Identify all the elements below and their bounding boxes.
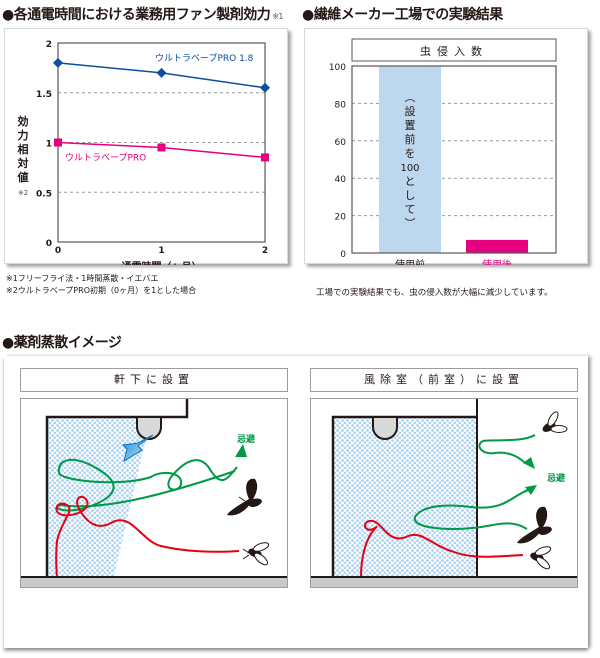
left-panel-label: 軒下に設置 <box>20 368 288 392</box>
bar-annotation-char: し <box>405 189 416 202</box>
bar <box>466 239 528 253</box>
diamond-marker <box>53 57 63 68</box>
bar-annotation-char: を <box>405 147 416 160</box>
series-label: ウルトラベープPRO <box>65 153 146 164</box>
y-tick-label: 20 <box>335 213 347 223</box>
y-tick-label: 100 <box>329 63 346 73</box>
moth-icon <box>517 506 552 544</box>
bar-annotation-char: と <box>405 175 416 188</box>
y-tick-label: 80 <box>335 100 347 110</box>
bar-chart-title-box <box>351 38 557 62</box>
y-tick-label: 1.5 <box>36 90 52 100</box>
avoid-path <box>56 458 238 512</box>
bar-annotation-char: ︶ <box>405 217 416 230</box>
avoid-path-lower <box>413 488 532 530</box>
bar-annotation-char: 100 <box>400 163 419 174</box>
bar <box>379 66 441 253</box>
knockdown-path <box>55 495 240 582</box>
y-axis-label-char: 値 <box>17 170 29 184</box>
y-tick-label: 1 <box>46 140 52 150</box>
y-tick-label: 0 <box>46 239 52 249</box>
right-diagram: 忌避 ノックダウン&致死 <box>310 398 578 588</box>
right-diagram-svg: 忌避 ノックダウン&致死 <box>311 399 577 587</box>
diamond-marker <box>260 82 270 93</box>
footnote-1: ※1フリーフライ法・1時間蒸散・イエバエ <box>6 274 159 283</box>
y-tick-label: 60 <box>335 138 347 148</box>
right-panel-label: 風除室（前室）に設置 <box>310 368 578 392</box>
diffusion-card: 軒下に設置 <box>4 356 588 648</box>
diffusion-title: ●薬剤蒸散イメージ <box>2 335 122 351</box>
efficacy-title-note: ※1 <box>272 12 284 21</box>
bar-annotation-char: 設 <box>405 104 416 118</box>
dispenser-icon <box>136 416 162 440</box>
dispenser-icon <box>372 416 398 440</box>
knockdown-path <box>360 519 524 578</box>
x-tick-label: 0 <box>55 246 61 256</box>
series-label: ウルトラベープPRO 1.8 <box>155 53 254 64</box>
right-avoid-label: 忌避 <box>547 472 566 484</box>
left-avoid-label: 忌避 <box>237 433 256 445</box>
y-axis-label-char: 対 <box>17 156 29 170</box>
x-category-label: 使用前 <box>395 258 425 265</box>
factory-caption: 工場での実験結果でも、虫の侵入数が大幅に減少しています。 <box>316 288 553 298</box>
avoid-arrowhead-icon <box>523 457 535 469</box>
efficacy-footnotes: ※1フリーフライ法・1時間蒸散・イエバエ ※2ウルトラベープPRO初期（0ヶ月）… <box>6 273 196 297</box>
fly-icon <box>530 546 552 570</box>
wall-outline <box>45 399 189 579</box>
bar-annotation-char: ︵ <box>405 91 416 104</box>
avoid-arrowhead-icon <box>235 444 247 457</box>
bar-annotation-char: 前 <box>405 132 416 146</box>
x-category-label: 使用後 <box>482 258 512 265</box>
footnote-2: ※2ウルトラベープPRO初期（0ヶ月）を1とした場合 <box>6 286 197 295</box>
y-tick-label: 40 <box>335 175 347 185</box>
y-axis-label-char: 力 <box>18 128 29 142</box>
y-tick-label: 0 <box>340 250 346 260</box>
efficacy-title: ●各通電時間における業務用ファン製剤効力※1 <box>2 4 284 24</box>
fly-icon <box>542 411 568 433</box>
moth-icon <box>227 478 262 516</box>
efficacy-title-text: ●各通電時間における業務用ファン製剤効力 <box>2 7 271 23</box>
y-axis-note: ※2 <box>18 189 28 197</box>
square-marker <box>157 143 166 152</box>
x-tick-label: 2 <box>262 246 268 256</box>
square-marker <box>54 138 62 147</box>
factory-title: ●繊維メーカー工場での実験結果 <box>302 7 503 23</box>
plot-frame <box>351 65 557 254</box>
y-tick-label: 2 <box>46 40 52 50</box>
x-tick-label: 1 <box>158 246 164 256</box>
left-diagram: 忌避 ノックダウン&致死 <box>20 398 288 588</box>
left-diagram-svg: 忌避 ノックダウン&致死 <box>21 399 287 587</box>
bar-chart-title: 虫侵入数 <box>420 45 488 58</box>
x-axis-label: 通電時間（ヶ月） <box>122 260 202 265</box>
fly-icon <box>242 542 270 566</box>
y-axis-label-char: 効 <box>18 114 29 128</box>
square-marker <box>261 153 269 162</box>
bar-annotation-char: て <box>405 203 416 216</box>
mist-area <box>333 417 477 587</box>
y-axis-label-char: 相 <box>18 142 29 156</box>
spray-arrow-icon <box>121 434 154 463</box>
y-tick-label: 0.5 <box>36 189 52 199</box>
avoid-path-upper <box>478 434 536 464</box>
bar-annotation-char: 置 <box>405 119 416 132</box>
diamond-marker <box>156 67 167 78</box>
